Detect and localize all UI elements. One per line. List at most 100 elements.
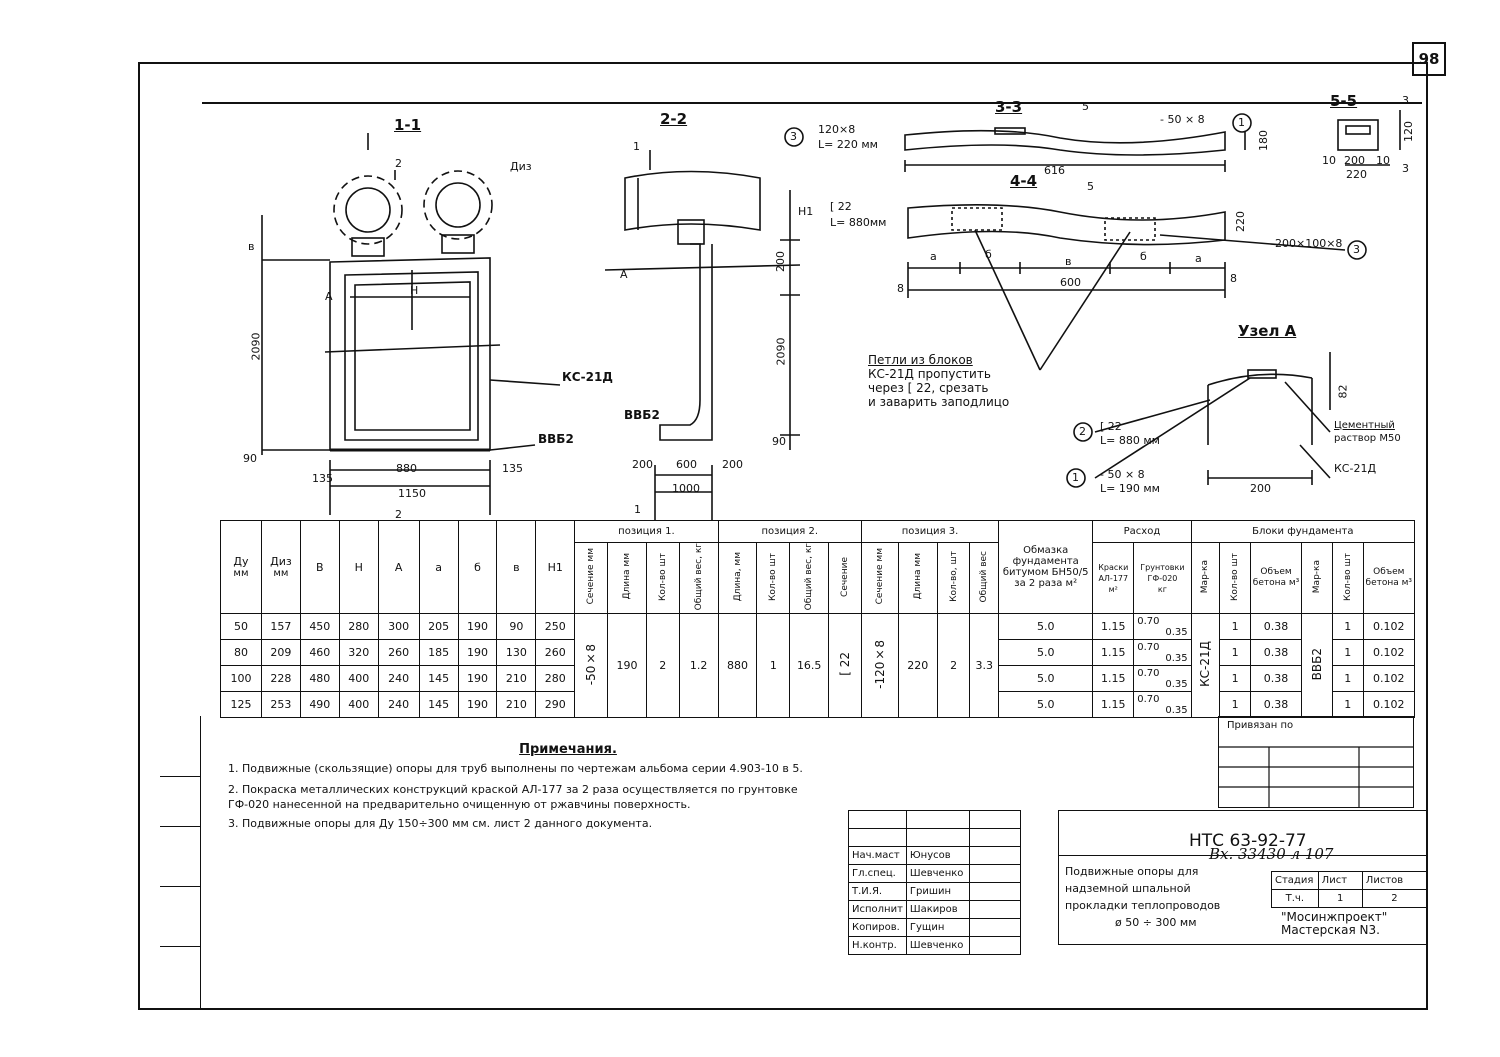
block1-volume: 0.38 [1249, 691, 1303, 719]
table-cell: 280 [535, 665, 576, 693]
signature-name: Гришин [905, 882, 970, 901]
paint-amount: 1.15 [1092, 639, 1135, 667]
signature-role: Нач.маст [848, 846, 907, 865]
dim-600: 600 [676, 458, 697, 471]
pos3b-number: 3 [1353, 243, 1360, 256]
dim-8-right: 8 [1230, 272, 1237, 285]
node-pos2-number: 2 [1079, 425, 1086, 438]
coating-area: 5.0 [998, 665, 1094, 693]
hdr-cv: в [496, 519, 537, 615]
signature-role: Н.контр. [848, 936, 907, 955]
inventory-number: Вх. 33430 л 107 [1209, 845, 1334, 863]
dim-8-left: 8 [897, 282, 904, 295]
pos2-length: L= 880мм [830, 216, 887, 229]
pipe-left [345, 187, 391, 233]
hdr-p1-sech: Сечение мм [574, 541, 608, 615]
doc-code: НТС 63-92-77 [1189, 831, 1307, 851]
page-number: 98 [1412, 42, 1446, 76]
pos3-length: L= 220 мм [818, 138, 878, 151]
node-dim-200: 200 [1250, 482, 1271, 495]
table-cell: 260 [535, 639, 576, 667]
table-cell: 90 [496, 613, 537, 641]
pos3-number: 3 [790, 130, 797, 143]
table-cell: 290 [535, 691, 576, 719]
dim-220: 220 [1234, 211, 1247, 232]
table-cell: 190 [457, 613, 498, 641]
table-cell: 80 [220, 639, 262, 667]
loops-note: Петли из блоков КС-21Д пропустить через … [868, 353, 1009, 409]
dim-v: в [1065, 255, 1072, 268]
table-cell: 400 [338, 665, 379, 693]
table-cell: 240 [377, 665, 420, 693]
stage-table: Стадия Лист Листов Т.ч. 1 2 [1271, 871, 1428, 908]
table-cell: 490 [299, 691, 340, 719]
signature-row: Копиров.Гущин [848, 918, 1021, 937]
section-5-5-title: 5-5 [1330, 92, 1358, 110]
hdr-bloki: Блоки фундамента [1190, 520, 1416, 543]
dim-a-left: а [930, 250, 937, 263]
s55-dim-200: 200 [1344, 154, 1365, 167]
pos2-length: 880 [717, 613, 758, 719]
table-cell: 240 [377, 691, 420, 719]
table-cell: 450 [299, 613, 340, 641]
table-cell: 300 [377, 613, 420, 641]
bound-to-caption: Привязан по [1227, 720, 1294, 731]
table-cell: 260 [377, 639, 420, 667]
table-cell: 209 [260, 639, 301, 667]
loops-note-line1: Петли из блоков [868, 353, 973, 367]
pos3-length: 220 [897, 613, 938, 719]
table-cell: 228 [260, 665, 301, 693]
organization-workshop: Мастерская N3. [1281, 923, 1380, 937]
note-3: 3. Подвижные опоры для Ду 150÷300 мм см.… [228, 817, 653, 830]
signature-role: Гл.спец. [848, 864, 907, 883]
hdr-obem1: Объем бетона м³ [1249, 541, 1303, 615]
signature [968, 864, 1021, 883]
pipe-right [435, 182, 481, 228]
table-cell: 157 [260, 613, 301, 641]
block1-qty: 1 [1219, 665, 1251, 693]
table-cell: 210 [496, 691, 537, 719]
pos3-size: 120×8 [818, 123, 856, 136]
node-l880: L= 880 мм [1100, 434, 1160, 447]
label-2-bottom: 2 [395, 508, 402, 521]
sheet-title: Подвижные опоры для надземной шпальной п… [1065, 863, 1220, 931]
dim-200-l: 200 [632, 458, 653, 471]
dim-616: 616 [1044, 164, 1065, 177]
hdr-p2-sech: Сечение [828, 541, 862, 615]
dim-2090-a: 2090 [249, 332, 263, 361]
pos3-section: -120×8 [860, 613, 899, 719]
block2-qty: 1 [1331, 639, 1364, 667]
hdr-p3-ves: Общий вес [969, 541, 1000, 615]
signature [968, 882, 1021, 901]
signature [968, 918, 1021, 937]
label-a-2: А [620, 268, 628, 281]
pos1-weight: 1.2 [678, 613, 719, 719]
sheet-value: 1 [1317, 889, 1363, 908]
bound-to-box: Привязан по [1218, 716, 1414, 808]
inner-border-top [202, 102, 1422, 105]
label-diz: Диз [510, 160, 532, 173]
hdr-h: Н [338, 519, 379, 615]
sheet-title-4: ø 50 ÷ 300 мм [1115, 916, 1197, 929]
section-3-3-title: 3-3 [995, 98, 1023, 116]
pos2-size: [ 22 [830, 200, 852, 213]
pos3-weight: 3.3 [969, 613, 1000, 719]
label-h1: Н1 [798, 205, 814, 218]
dim-90-b: 90 [772, 435, 786, 448]
label-h: Н [410, 284, 419, 297]
hdr-ca: а [418, 519, 459, 615]
table-cell: 253 [260, 691, 301, 719]
sheet-title-2: надземной шпальной [1065, 882, 1191, 895]
node-dim-82: 82 [1336, 384, 1350, 399]
signature [968, 936, 1021, 955]
signature-role: Копиров. [848, 918, 907, 937]
dim-880: 880 [396, 462, 417, 475]
sheet-title-1: Подвижные опоры для [1065, 865, 1199, 878]
